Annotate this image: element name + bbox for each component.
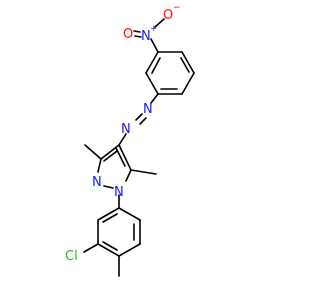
pyrazole-n2-label: N (92, 175, 102, 190)
pyrazole-n1-label: N (114, 185, 124, 200)
nitro-n-charge: + (150, 24, 158, 34)
bonds (83, 18, 195, 277)
bond-pz-n1-c5 (125, 169, 132, 182)
bond-azo-b (139, 117, 147, 125)
molecule-structure: N + O − O N N N N Cl (65, 3, 195, 277)
bond-ar-2 (181, 51, 195, 74)
bond-ar-5 (145, 72, 159, 95)
nitro-o-left-label: O (123, 27, 133, 42)
bond-n-o-left-a (133, 30, 141, 33)
bond-c3-methyl (84, 144, 102, 160)
nitro-n-label: N (141, 29, 151, 44)
nitro-o-top-charge: − (173, 3, 181, 13)
bond-n-o-left-b (134, 35, 142, 38)
structure-canvas: N + O − O N N N N Cl (65, 3, 195, 277)
chlorine-label: Cl (65, 249, 78, 264)
bond-n-ring (150, 38, 159, 53)
azo-n2-label: N (121, 122, 131, 137)
bond-ring-azo (150, 93, 159, 104)
nitro-o-top-label: O (163, 8, 173, 23)
bond-bz-inner-3 (102, 213, 118, 223)
bond-bz-3 (118, 243, 141, 257)
bond-c5-methyl (130, 169, 157, 175)
bond-azo-c4 (118, 133, 127, 146)
bond-bz-4 (97, 243, 120, 257)
bond-bz-inner-2 (102, 241, 118, 251)
azo-n1-label: N (143, 102, 153, 117)
bond-bz-1 (118, 207, 141, 221)
bond-azo-a (135, 113, 143, 121)
bond-ar-6 (145, 51, 159, 74)
bond-bz-6 (97, 207, 120, 221)
bond-pz-n2-n1 (103, 185, 114, 189)
bond-pz-c4-c3-inner (103, 150, 118, 162)
bond-ring-cl (83, 243, 99, 253)
bond-ar-inner-1 (180, 57, 190, 73)
bond-pz-c3-n2 (97, 158, 102, 173)
atom-labels: N + O − O N N N N Cl (65, 3, 181, 264)
bond-pz-c5-c4-inner (115, 147, 126, 167)
bond-pz-c5-c4 (118, 144, 132, 171)
bond-ar-3 (181, 72, 195, 95)
bond-ar-inner-3 (151, 57, 161, 74)
bond-n-o-top (154, 18, 165, 28)
